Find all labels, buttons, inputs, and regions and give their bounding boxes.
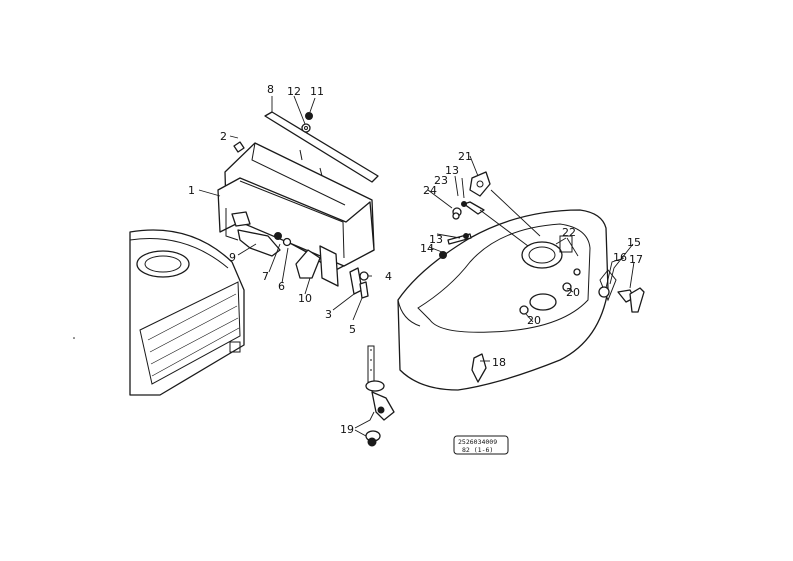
callout-23: 23 — [434, 174, 448, 187]
callout-5: 5 — [349, 323, 356, 336]
callout-24: 24 — [423, 184, 437, 197]
fuel-sender-19 — [365, 345, 395, 447]
bumper-10 — [295, 249, 321, 279]
callout-12: 12 — [287, 85, 301, 98]
key-latch-16-17 — [598, 286, 645, 313]
leader-lines — [198, 95, 635, 437]
rear-cover — [217, 141, 375, 287]
callout-7: 7 — [262, 270, 269, 283]
strip-mount-lines — [299, 149, 323, 177]
stamp-line-1: 2526034009 — [458, 438, 497, 446]
callout-2: 2 — [220, 130, 227, 143]
callout-labels: 1 2 3 4 5 6 7 8 9 10 11 12 13 13 14 15 1… — [188, 83, 643, 436]
callout-9: 9 — [229, 251, 236, 264]
callout-21: 21 — [458, 150, 472, 163]
fasteners-6-7 — [274, 232, 292, 247]
callout-17: 17 — [629, 253, 643, 266]
callout-13-dash: 13 — [429, 233, 443, 246]
callout-19: 19 — [340, 423, 354, 436]
callout-14: 14 — [420, 242, 434, 255]
callout-1: 1 — [188, 184, 195, 197]
callout-18: 18 — [492, 356, 506, 369]
callout-4: 4 — [385, 270, 392, 283]
reference-stamp: 2526034009 82 (1-6) — [453, 435, 509, 455]
speck — [73, 337, 75, 339]
callout-11: 11 — [310, 85, 324, 98]
cover-strip — [264, 111, 379, 183]
bolt-washer-11-12 — [301, 112, 313, 133]
callout-6: 6 — [278, 280, 285, 293]
hood-tank — [129, 229, 245, 396]
callout-10: 10 — [298, 292, 312, 305]
callout-8: 8 — [267, 83, 274, 96]
callout-20-right: 20 — [566, 286, 580, 299]
callout-13-top: 13 — [445, 164, 459, 177]
callout-16: 16 — [613, 251, 627, 264]
bracket-9 — [237, 229, 281, 257]
callout-3: 3 — [325, 308, 332, 321]
stamp-line-2: 82 (1-6) — [462, 446, 493, 454]
callout-15: 15 — [627, 236, 641, 249]
callout-22: 22 — [562, 226, 576, 239]
callout-20-left: 20 — [527, 314, 541, 327]
brackets-3-4-5 — [349, 267, 369, 299]
dashboard-cover — [397, 209, 617, 391]
